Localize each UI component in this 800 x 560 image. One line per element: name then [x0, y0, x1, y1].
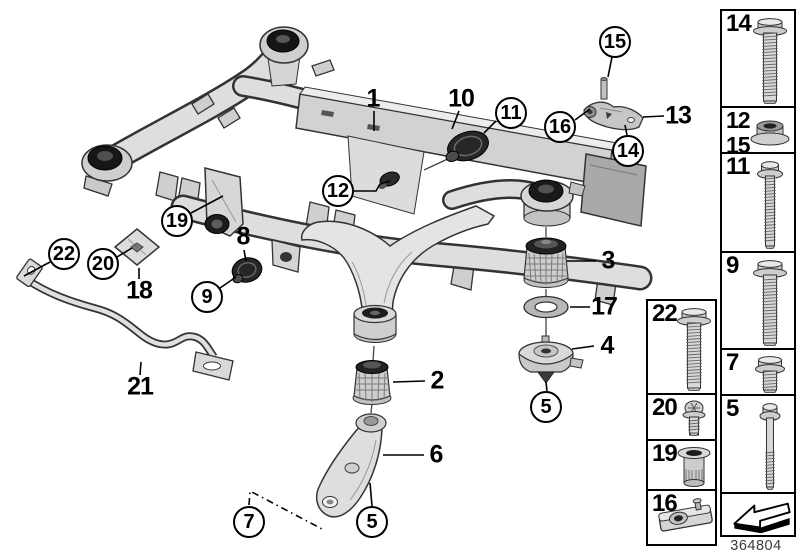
part-bracket-6 — [316, 413, 387, 518]
leader-line-21 — [139, 361, 142, 376]
callout-13[interactable]: 13 — [665, 101, 692, 130]
callout-6[interactable]: 6 — [429, 440, 444, 469]
legend-item-label: 5 — [726, 395, 739, 422]
leader-line-19 — [190, 195, 224, 214]
legend-item-11[interactable]: 11 — [720, 152, 796, 253]
legend-item-20[interactable]: 20 — [646, 393, 717, 441]
legend-item-19[interactable]: 19 — [646, 439, 717, 491]
legend-item-label: 20 — [652, 394, 678, 421]
right-bushing-mount — [520, 179, 586, 227]
legend-item-5[interactable]: 5 — [720, 394, 796, 494]
direction-arrow-box — [720, 492, 796, 537]
v-arm-bottom-mount — [353, 304, 397, 343]
callout-14[interactable]: 14 — [612, 135, 644, 167]
leader-line-13 — [642, 115, 665, 118]
legend-item-7[interactable]: 7 — [720, 348, 796, 396]
axle-carrier-frame — [81, 26, 653, 343]
legend-item-label: 9 — [726, 252, 739, 279]
legend-item-22[interactable]: 22 — [646, 299, 717, 395]
leader-line-4 — [571, 345, 595, 350]
callout-17[interactable]: 17 — [591, 292, 618, 321]
top-right-bushing-mount — [259, 26, 309, 87]
part-plate-18 — [113, 228, 161, 266]
leader-lines — [23, 56, 665, 530]
flange-bolt-short-icon — [755, 356, 785, 393]
callout-20[interactable]: 20 — [87, 248, 119, 280]
legend-item-label: 19 — [652, 440, 678, 467]
leader-line-5 — [369, 482, 373, 507]
legend-item-label: 22 — [652, 300, 678, 327]
diagram-number: 364804 — [730, 538, 782, 554]
leader-line-10 — [451, 110, 460, 130]
legend-item-label: 7 — [726, 349, 739, 376]
legend-item-label: 11 — [726, 153, 750, 180]
callout-16[interactable]: 16 — [544, 111, 576, 143]
hex-bolt-long-thin-icon — [759, 403, 781, 490]
flange-nut-icon — [750, 120, 790, 146]
v-arm — [300, 205, 496, 317]
part-rod-21 — [16, 258, 234, 381]
leader-line-12 — [354, 180, 391, 192]
callout-21[interactable]: 21 — [127, 372, 154, 401]
leader-line-11 — [483, 120, 497, 134]
leader-line-7 — [248, 489, 323, 530]
legend-item-14[interactable]: 14 — [720, 9, 796, 108]
callout-9[interactable]: 9 — [191, 281, 223, 313]
direction-arrow-icon — [733, 502, 791, 534]
callout-8[interactable]: 8 — [236, 222, 251, 251]
callout-10[interactable]: 10 — [448, 84, 475, 113]
part-mount-2 — [352, 360, 392, 405]
callout-3[interactable]: 3 — [601, 246, 616, 275]
leader-line-16 — [574, 108, 591, 121]
left-bushing-mount — [81, 144, 133, 197]
leader-line-15 — [607, 56, 613, 78]
flange-bolt-long-icon — [753, 18, 787, 104]
leader-line-22 — [23, 261, 51, 277]
blind-rivet-nut-icon — [677, 447, 710, 487]
legend-item-16[interactable]: 16 — [646, 489, 717, 546]
leader-line-20 — [116, 247, 133, 258]
torx-screw-icon — [682, 400, 705, 436]
leader-line-8 — [243, 249, 247, 262]
part-bracket-13 — [583, 77, 644, 131]
leader-line-2 — [392, 380, 426, 383]
callout-22[interactable]: 22 — [48, 238, 80, 270]
leader-line-14 — [624, 124, 628, 136]
flange-bolt-medium-icon — [753, 260, 787, 346]
legend-item-9[interactable]: 9 — [720, 251, 796, 350]
callout-5[interactable]: 5 — [356, 506, 388, 538]
callout-1[interactable]: 1 — [366, 84, 381, 113]
plate-nut-icon — [657, 497, 713, 532]
callout-5[interactable]: 5 — [530, 391, 562, 423]
callout-18[interactable]: 18 — [126, 276, 153, 305]
part-mount-4 — [518, 335, 584, 384]
leader-line-5 — [545, 381, 548, 392]
leader-line-9 — [219, 276, 237, 289]
part-mount-3 — [523, 237, 569, 288]
part-bushing-8 — [231, 257, 263, 284]
legend-item-label: 14 — [726, 10, 752, 37]
flange-bolt-long-icon — [676, 308, 711, 391]
exploded-parts — [16, 77, 644, 518]
callout-12[interactable]: 12 — [322, 175, 354, 207]
callout-15[interactable]: 15 — [599, 26, 631, 58]
part-rubber-bushing-10 — [445, 130, 489, 162]
callout-11[interactable]: 11 — [495, 97, 527, 129]
hex-flange-bolt-long-icon — [757, 161, 783, 249]
callout-2[interactable]: 2 — [430, 366, 445, 395]
explosion-axes — [370, 156, 547, 414]
callout-7[interactable]: 7 — [233, 506, 265, 538]
callout-4[interactable]: 4 — [600, 331, 615, 360]
part-washer-17 — [523, 295, 569, 319]
callout-19[interactable]: 19 — [161, 205, 193, 237]
